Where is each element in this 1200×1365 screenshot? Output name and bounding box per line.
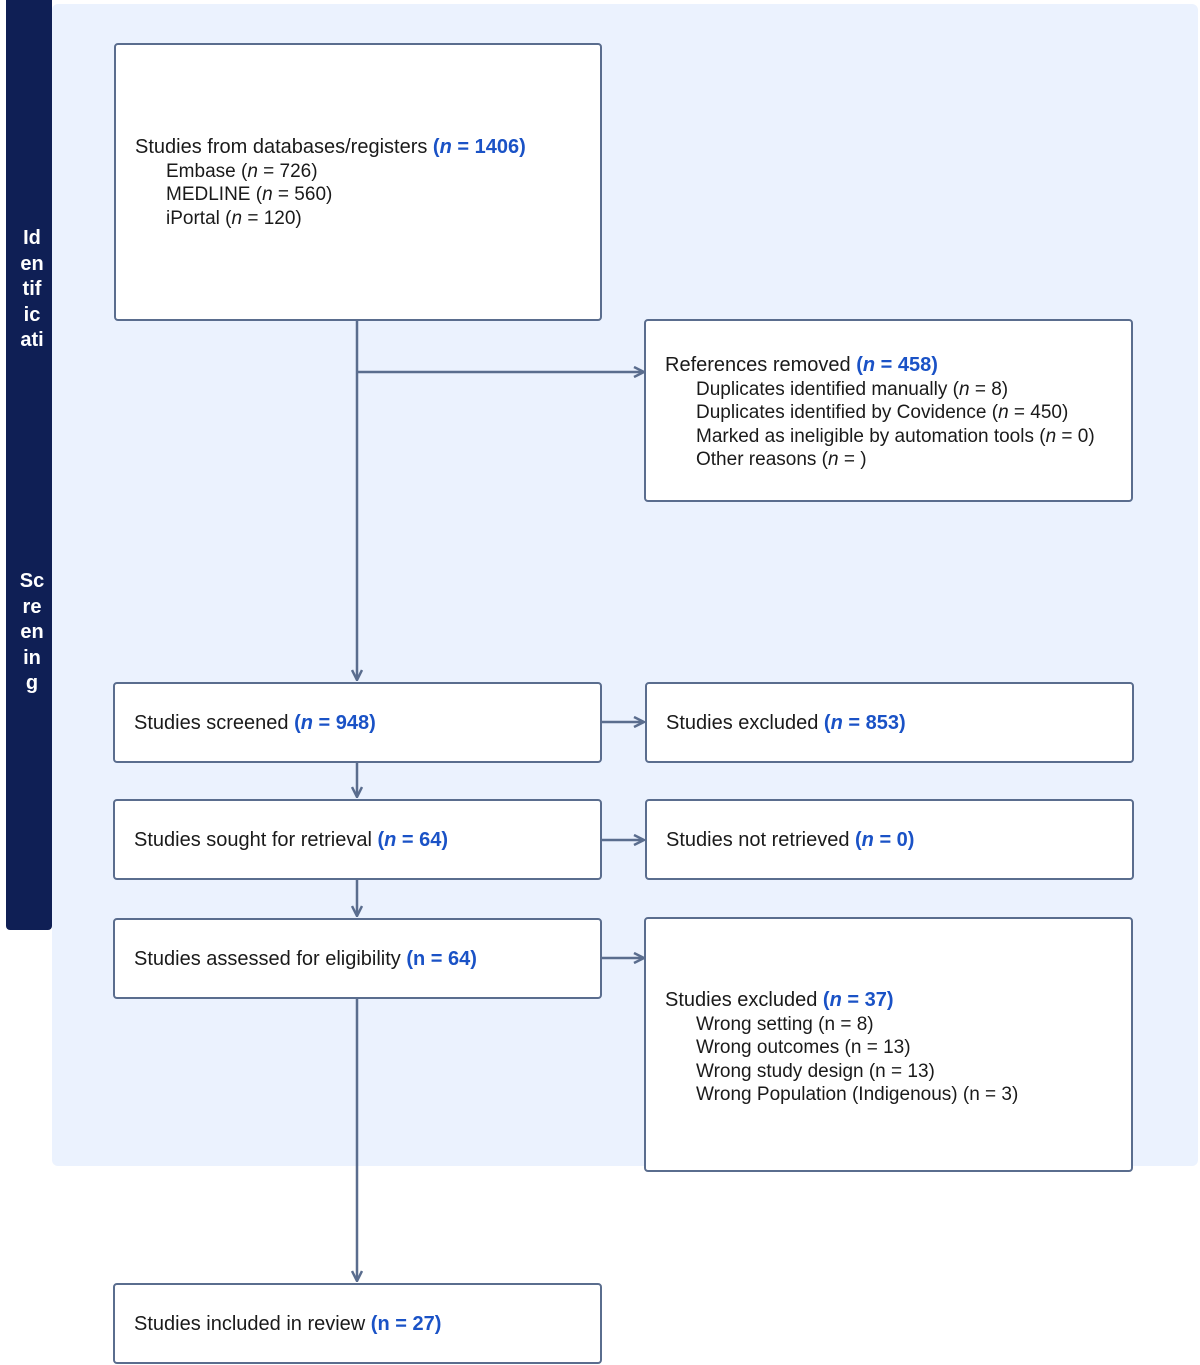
databases-item: iPortal (n = 120) [166,207,302,229]
excluded-full-heading: Studies excluded (n = 37) [665,989,894,1011]
sought-heading: Studies sought for retrieval (n = 64) [134,829,449,851]
assessed-count: (n = 64) [406,948,477,970]
removed-count: (n = 458) [856,354,938,376]
screened-count: (n = 948) [294,712,376,734]
databases-heading: Studies from databases/registers (n = 14… [135,136,526,158]
exclusion-reason: Wrong Population (Indigenous) (n = 3) [696,1084,1019,1105]
box-studies-sought: Studies sought for retrieval (n = 64) [113,799,602,880]
excluded-screen-count: (n = 853) [823,712,906,734]
removed-item: Duplicates identified by Covidence (n = … [696,402,1069,423]
included-count: (n = 27) [370,1313,442,1335]
box-studies-excluded-screening: Studies excluded (n = 853) [645,682,1134,763]
included-heading: Studies included in review (n = 27) [134,1313,442,1335]
exclusion-reason: Wrong setting (n = 8) [696,1013,874,1035]
exclusion-reason: Wrong study design (n = 13) [696,1060,935,1082]
assessed-heading: Studies assessed for eligibility (n = 64… [134,948,477,970]
box-references-removed: References removed (n = 458) Duplicates … [644,319,1133,502]
removed-item: Duplicates identified manually (n = 8) [696,378,1009,400]
box-studies-not-retrieved: Studies not retrieved (n = 0) [645,799,1134,880]
not-retrieved-heading: Studies not retrieved (n = 0) [666,829,915,851]
box-studies-screened: Studies screened (n = 948) [113,682,602,763]
excluded-screen-heading: Studies excluded (n = 853) [666,712,906,734]
databases-item: Embase (n = 726) [166,160,318,182]
not-retrieved-count: (n = 0) [855,829,915,851]
box-databases: Studies from databases/registers (n = 14… [114,43,602,321]
stage-label-identification: Id en tif ic ati [20,227,44,351]
exclusion-reason: Wrong outcomes (n = 13) [696,1037,911,1058]
databases-item: MEDLINE (n = 560) [166,184,333,205]
box-studies-included: Studies included in review (n = 27) [113,1283,602,1364]
sought-count: (n = 64) [377,829,449,851]
removed-item: Marked as ineligible by automation tools… [696,425,1095,447]
box-studies-excluded-full-text: Studies excluded (n = 37) Wrong setting … [644,917,1133,1172]
screened-heading: Studies screened (n = 948) [134,712,376,734]
removed-item: Other reasons (n = ) [696,449,867,470]
box-studies-assessed: Studies assessed for eligibility (n = 64… [113,918,602,999]
excluded-full-count: (n = 37) [822,989,894,1011]
stage-sidebar [6,0,52,930]
stage-label-screening: Sc re en in g [19,570,45,694]
databases-count: (n = 1406) [432,136,526,158]
removed-heading: References removed (n = 458) [665,354,938,376]
